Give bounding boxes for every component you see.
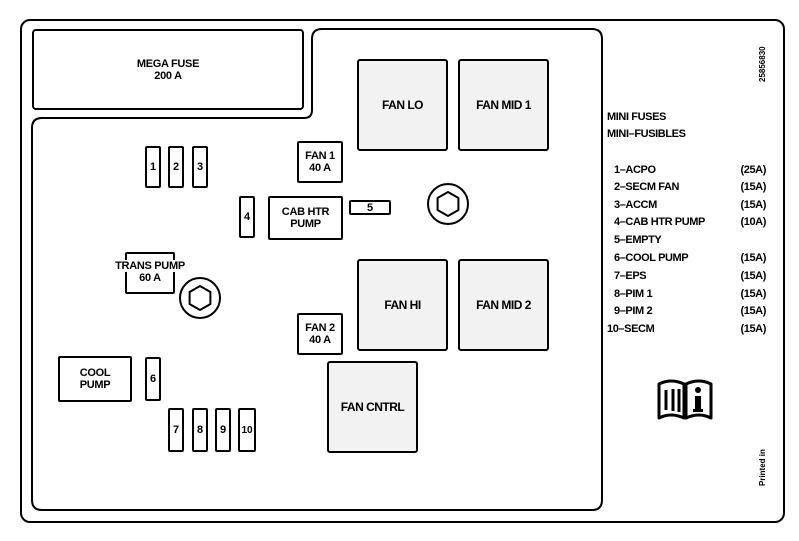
mini-fuse-4: 4: [239, 196, 255, 238]
mini-fuse-10: 10: [238, 408, 256, 452]
relay-fan-cntrl: FAN CNTRL: [327, 361, 418, 453]
legend-item-name: 6–COOL PUMP: [614, 252, 689, 264]
legend-item-name: 4–CAB HTR PUMP: [614, 216, 705, 228]
mini-fuse-2-label: 2: [172, 161, 180, 173]
mini-fuse-9: 9: [215, 408, 231, 452]
relay-fan-cntrl-label: FAN CNTRL: [340, 400, 405, 414]
fuse-trans-pump-box: [125, 252, 175, 294]
fuse-fan-2-name: FAN 2: [305, 322, 335, 334]
fuse-fan-1-rating: 40 A: [309, 162, 331, 174]
manual-info-icon: [657, 379, 713, 420]
fuse-fan-2-rating: 40 A: [309, 334, 331, 346]
legend-item-amps: (10A): [740, 216, 766, 228]
mega-fuse-rating: 200 A: [154, 69, 182, 82]
mini-fuse-8: 8: [192, 408, 208, 452]
relay-fan-lo: FAN LO: [357, 59, 448, 151]
legend-title-en: MINI FUSES: [607, 111, 666, 123]
mini-fuse-6-label: 6: [149, 373, 157, 385]
fuse-cab-htr-pump-line2: PUMP: [290, 218, 321, 230]
legend-item-name: 9–PIM 2: [614, 305, 653, 317]
legend-item-amps: (15A): [740, 270, 766, 282]
legend-item-amps: (15A): [740, 181, 766, 193]
part-number: 25856830: [758, 46, 767, 82]
relay-fan-hi-label: FAN HI: [384, 298, 421, 312]
mini-fuse-5: 5: [349, 200, 391, 215]
fuse-trans-pump-rating: 60 A: [139, 272, 161, 284]
bolt-icon-upper: [427, 183, 469, 225]
mini-fuse-4-label: 4: [243, 211, 251, 223]
relay-fan-mid-1: FAN MID 1: [458, 59, 549, 151]
legend-item-amps: (15A): [740, 323, 766, 335]
relay-fan-mid-2-label: FAN MID 2: [476, 298, 531, 312]
mega-fuse-name: MEGA FUSE: [136, 57, 200, 70]
mini-fuse-9-label: 9: [219, 424, 227, 436]
fuse-fan-1: FAN 1 40 A: [297, 141, 343, 183]
legend-item-name: 10–SECM: [607, 323, 655, 335]
relay-fan-mid-2: FAN MID 2: [458, 259, 549, 351]
legend-item-amps: (15A): [740, 252, 766, 264]
relay-fan-lo-label: FAN LO: [382, 98, 424, 112]
legend-title-fr: MINI–FUSIBLES: [607, 128, 686, 140]
mini-fuse-8-label: 8: [196, 424, 204, 436]
legend-item-name: 1–ACPO: [614, 164, 656, 176]
fuse-cab-htr-pump: CAB HTR PUMP: [268, 196, 343, 240]
legend-item-name: 7–EPS: [614, 270, 647, 282]
mini-fuse-6: 6: [145, 357, 161, 401]
legend-item-name: 8–PIM 1: [614, 288, 653, 300]
fuse-cool-pump: COOL PUMP: [58, 356, 132, 402]
relay-fan-hi: FAN HI: [357, 259, 448, 351]
printed-in-label: Printed in: [758, 449, 767, 486]
mini-fuse-1-label: 1: [149, 161, 157, 173]
mini-fuse-7-label: 7: [172, 424, 180, 436]
mini-fuse-7: 7: [168, 408, 184, 452]
bolt-icon-lower: [179, 277, 221, 319]
mini-fuse-2: 2: [168, 146, 184, 188]
mini-fuse-3: 3: [192, 146, 208, 188]
mini-fuse-10-label: 10: [241, 424, 253, 436]
legend-item-name: 2–SECM FAN: [614, 181, 680, 193]
fuse-trans-pump-label: TRANS PUMP 60 A: [100, 260, 200, 284]
relay-fan-mid-1-label: FAN MID 1: [476, 98, 531, 112]
fuse-cool-pump-line2: PUMP: [79, 379, 111, 391]
legend-item-name: 3–ACCM: [614, 199, 657, 211]
legend-item-amps: (15A): [740, 288, 766, 300]
mega-fuse: MEGA FUSE 200 A: [32, 29, 304, 110]
fuse-trans-pump-name: TRANS PUMP: [115, 260, 185, 272]
fuse-cab-htr-pump-line1: CAB HTR: [281, 206, 330, 218]
mini-fuse-5-label: 5: [366, 201, 374, 214]
legend-item-amps: (15A): [740, 305, 766, 317]
mini-fuse-3-label: 3: [196, 161, 204, 173]
fuse-fan-2: FAN 2 40 A: [297, 313, 343, 355]
legend-item-amps: (25A): [740, 164, 766, 176]
legend-item-amps: (15A): [740, 199, 766, 211]
legend-item-name: 5–EMPTY: [614, 234, 662, 246]
fuse-fan-1-name: FAN 1: [305, 150, 335, 162]
fuse-cool-pump-line1: COOL: [79, 367, 111, 379]
mini-fuse-1: 1: [145, 146, 161, 188]
